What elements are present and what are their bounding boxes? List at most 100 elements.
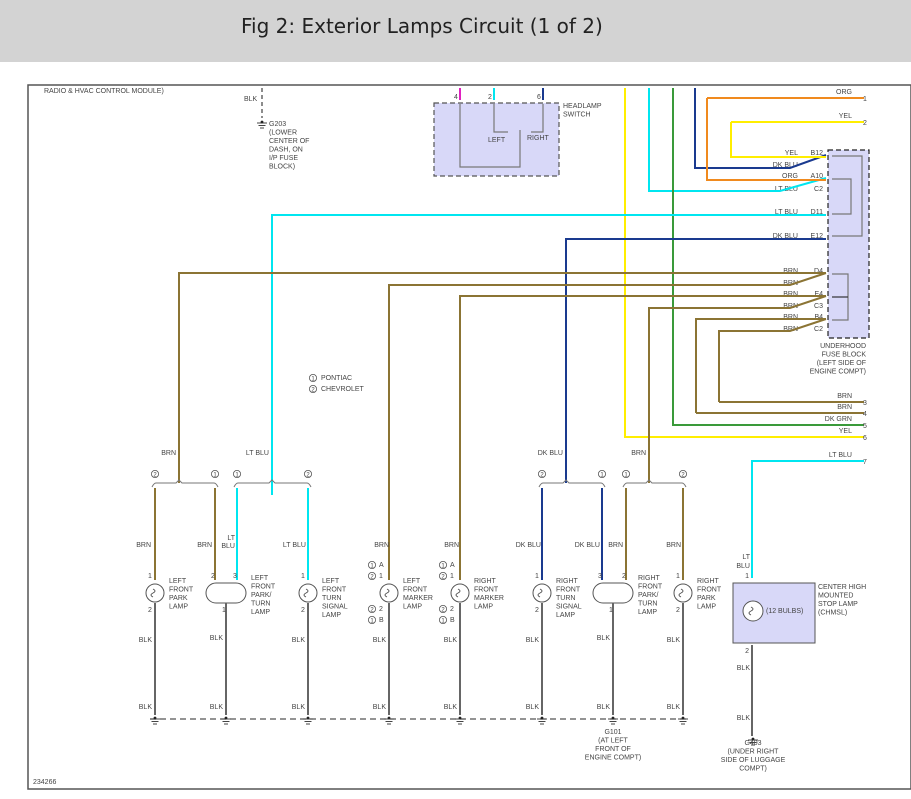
g203-label: DASH, ON (269, 147, 303, 154)
wire-label: BRN (783, 314, 798, 321)
g101-label: G101 (604, 729, 621, 736)
ground-node (387, 716, 391, 720)
filament (537, 588, 543, 598)
option-circle (303, 469, 312, 478)
ref-number: 4 (863, 411, 867, 418)
wire-label: BLK (139, 637, 153, 644)
ground-node (611, 716, 615, 720)
chmsl-label: CENTER HIGH (818, 584, 866, 591)
pin-label: 3 (598, 573, 602, 580)
wire-label: BRN (783, 268, 798, 275)
wire-label: BRN (783, 303, 798, 310)
pin-label: 1 (222, 607, 226, 614)
g101-label: (AT LEFT (598, 738, 628, 745)
pin-label: 1 (676, 573, 680, 580)
fuse-block-label: ENGINE COMPT) (810, 369, 866, 376)
pin-label: 1 (609, 607, 613, 614)
bulb-icon (450, 583, 470, 603)
option-circle (232, 469, 241, 478)
option-number: 2 (311, 387, 315, 393)
option-circle (438, 561, 447, 570)
pin-label: B (379, 617, 384, 624)
lamp-label: MARKER (403, 595, 433, 602)
wire-label: LT BLU (775, 209, 798, 216)
ref-number: 7 (863, 459, 867, 466)
lamp-label: FRONT (169, 587, 194, 594)
option-circle (438, 616, 447, 625)
lamp-label: FRONT (251, 584, 276, 591)
lamp-label: PARK/ (638, 592, 659, 599)
filament (303, 588, 309, 598)
g403-label: COMPT) (739, 766, 767, 773)
lamp-label: LEFT (251, 575, 269, 582)
ref-number: 5 (863, 423, 867, 430)
dk-grn-wire-5 (672, 88, 864, 426)
option-circle (308, 384, 317, 393)
pin-label: 1 (301, 573, 305, 580)
pin-label: 2 (622, 573, 626, 580)
lt-blu-wire-c2 (648, 88, 827, 192)
lt-blu-wire-7 (751, 460, 864, 578)
fuse-block-label: UNDERHOOD (820, 343, 866, 350)
wire-label: BRN (837, 393, 852, 400)
lamp-label: LEFT (322, 578, 340, 585)
lamp-label: TURN (638, 601, 657, 608)
ground-node (540, 716, 544, 720)
wire-label: BLK (244, 96, 258, 103)
lamp-label: LAMP (251, 609, 270, 616)
yel-wire (730, 122, 826, 158)
lamp-label: RIGHT (474, 578, 497, 585)
g203-label: CENTER OF (269, 138, 309, 145)
wire-label: LT BLU (246, 450, 269, 457)
pin-label: C2 (814, 326, 823, 333)
pin-label: 1 (148, 573, 152, 580)
ground-node (306, 716, 310, 720)
wire-label: BRN (837, 404, 852, 411)
option-number: 2 (306, 472, 310, 478)
lamp-label: LAMP (403, 604, 422, 611)
headlamp-switch-label: HEADLAMP (563, 103, 602, 110)
wire-label: BRN (161, 450, 176, 457)
wire-label: YEL (839, 428, 852, 435)
switch-internal (493, 104, 508, 133)
pin-label: 1 (379, 573, 383, 580)
pin-label: E12 (811, 233, 824, 240)
pin-label: 2 (211, 573, 215, 580)
pin-label: A (379, 562, 384, 569)
splice-connector (151, 479, 219, 488)
lamp-label: TURN (322, 595, 341, 602)
lamp-label: SIGNAL (556, 604, 582, 611)
wire-label: DK BLU (773, 162, 798, 169)
bulbs-label: (12 BULBS) (766, 608, 803, 615)
lamp-label: LAMP (474, 604, 493, 611)
wire-label: BRN (783, 291, 798, 298)
fuse-internal (832, 155, 863, 237)
g101-label: ENGINE COMPT) (585, 755, 641, 762)
pin-label: D11 (811, 209, 823, 216)
ground-node (224, 716, 228, 720)
pin-label: A10 (811, 173, 824, 180)
option-number: 2 (540, 472, 544, 478)
option-circle (622, 469, 631, 478)
bulb-icon (532, 583, 552, 603)
pin-label: 1 (745, 573, 749, 580)
pin-label: B4 (814, 314, 823, 321)
lamp-label: MARKER (474, 595, 504, 602)
option-number: 1 (624, 472, 628, 478)
wire-label: DK BLU (575, 542, 600, 549)
filament (150, 588, 156, 598)
figure-header: Fig 2: Exterior Lamps Circuit (1 of 2) (0, 0, 911, 62)
figure-title: Fig 2: Exterior Lamps Circuit (1 of 2) (241, 14, 603, 38)
fuse-internal (832, 178, 852, 215)
wire-label: BLK (737, 715, 751, 722)
option-number: 1 (311, 376, 315, 382)
wire-label: DK BLU (538, 450, 563, 457)
wire-label: BRN (374, 542, 389, 549)
lamp-label: PARK (697, 595, 716, 602)
wire-label: BLK (526, 704, 540, 711)
lamp-label: TURN (251, 601, 270, 608)
wire-label: BLK (737, 665, 751, 672)
wire-label: BLK (444, 704, 458, 711)
option-number: 2 (441, 607, 445, 613)
yel-wire-6 (624, 88, 864, 438)
